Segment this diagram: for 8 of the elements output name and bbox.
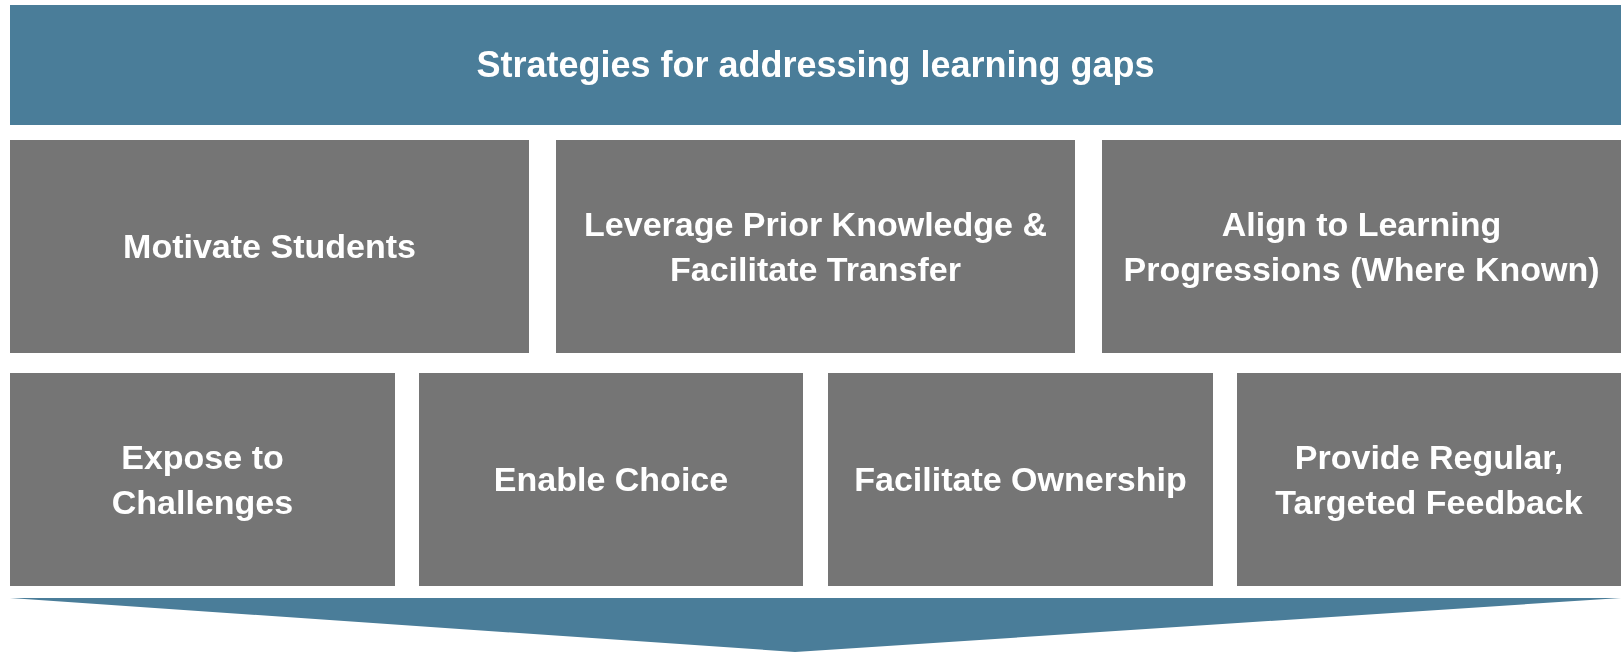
title-band: Strategies for addressing learning gaps xyxy=(10,5,1621,125)
strategy-box: Motivate Students xyxy=(10,140,529,353)
strategy-box: Expose to Challenges xyxy=(10,373,395,586)
strategy-box: Provide Regular, Targeted Feedback xyxy=(1237,373,1621,586)
strategy-box: Enable Choice xyxy=(419,373,803,586)
strategy-box: Align to Learning Progressions (Where Known) xyxy=(1102,140,1621,353)
strategy-box: Facilitate Ownership xyxy=(828,373,1213,586)
strategy-box: Leverage Prior Knowledge & Facilitate Transfer xyxy=(556,140,1075,353)
